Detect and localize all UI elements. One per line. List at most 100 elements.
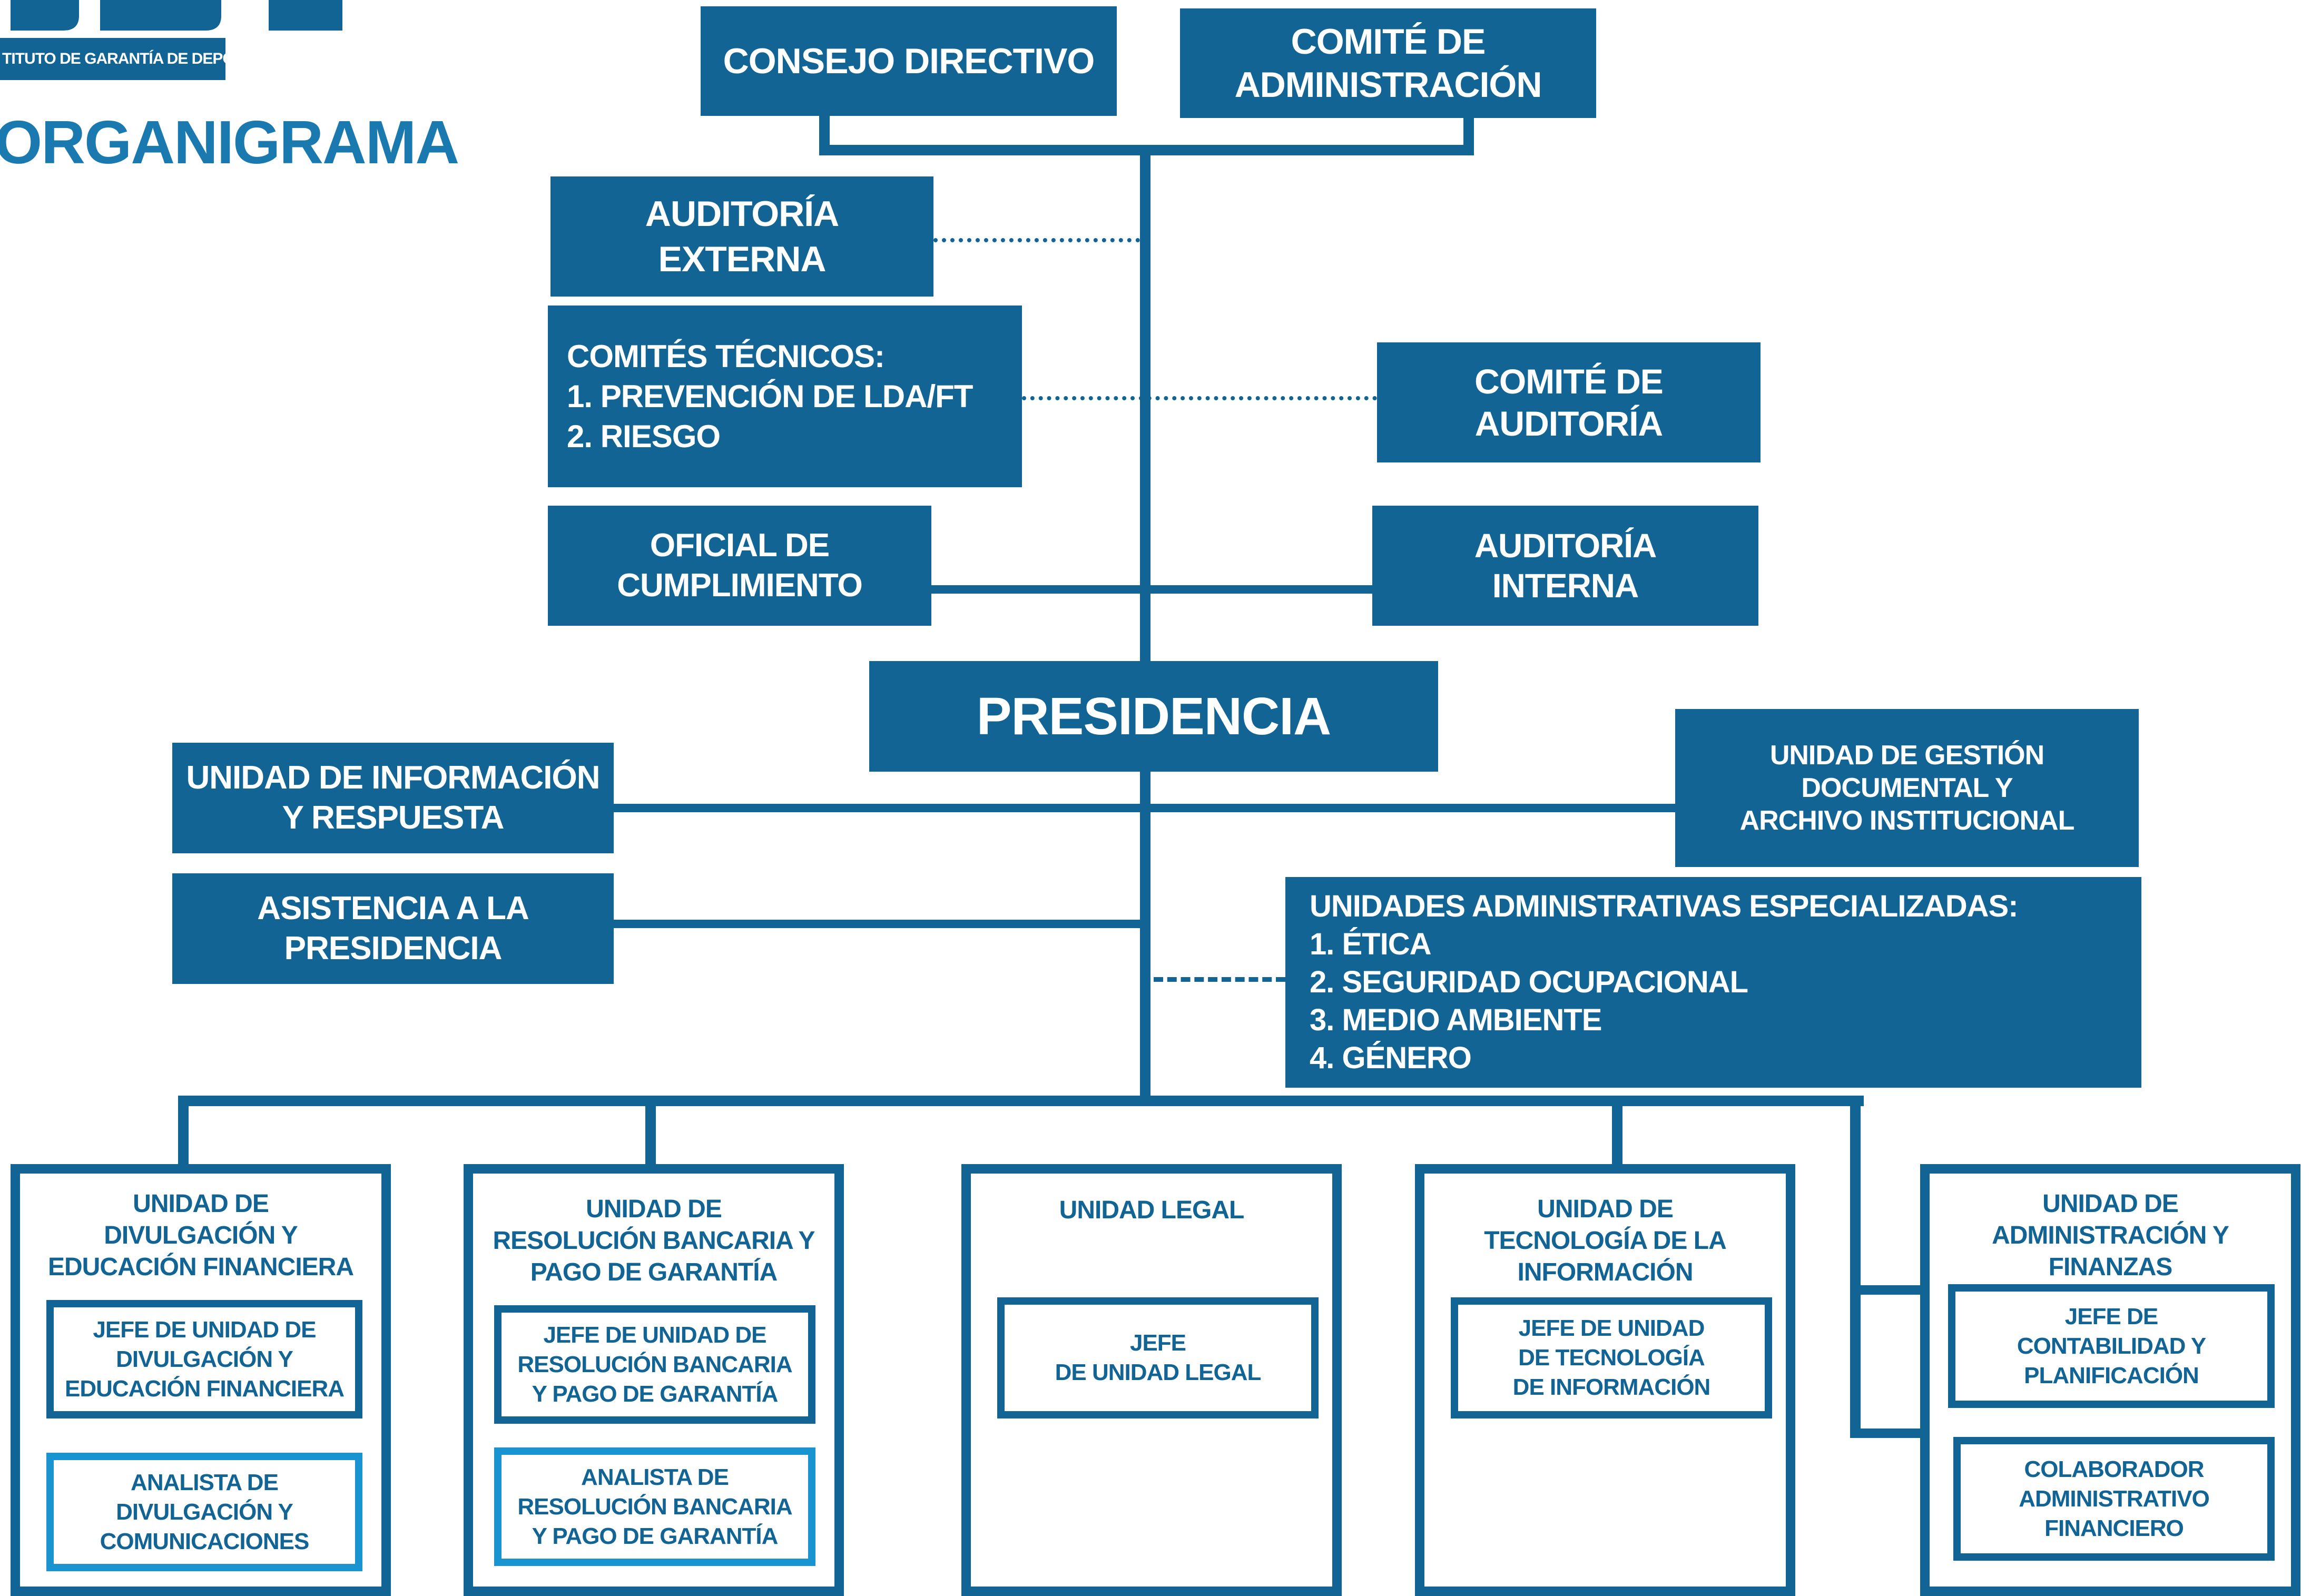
connector — [611, 804, 1678, 812]
position-line: ANALISTA DE — [131, 1469, 279, 1495]
position-line: JEFE DE UNIDAD DE — [543, 1322, 766, 1348]
logo-caption: TITUTO DE GARANTÍA DE DEPÓSITOS — [0, 38, 225, 80]
position-line: EDUCACIÓN FINANCIERA — [65, 1375, 345, 1402]
unidad-informacion-box: UNIDAD DE INFORMACIÓN Y RESPUESTA — [172, 743, 614, 853]
presidencia-label: PRESIDENCIA — [976, 687, 1331, 746]
position-line: JEFE — [1129, 1330, 1186, 1356]
auditoria-externa-line: AUDITORÍA — [645, 194, 840, 234]
position-line: RESOLUCIÓN BANCARIA — [517, 1493, 792, 1520]
position-line: PLANIFICACIÓN — [2024, 1362, 2199, 1388]
position-line: JEFE DE UNIDAD DE — [93, 1316, 316, 1343]
especializadas-line: UNIDADES ADMINISTRATIVAS ESPECIALIZADAS: — [1310, 889, 2019, 923]
connector — [1612, 1096, 1622, 1169]
position-line: DIVULGACIÓN Y — [116, 1346, 293, 1372]
unit-title-line: TECNOLOGÍA DE LA — [1484, 1227, 1727, 1255]
logo-shapes — [11, 0, 342, 31]
especializadas-line: 2. SEGURIDAD OCUPACIONAL — [1310, 965, 1748, 999]
position-line: DE INFORMACIÓN — [1512, 1374, 1711, 1400]
consejo-directivo-box: CONSEJO DIRECTIVO — [701, 6, 1117, 116]
position-line: DE TECNOLOGÍA — [1518, 1345, 1705, 1371]
position-line: Y PAGO DE GARANTÍA — [532, 1523, 779, 1549]
unit-title-line: UNIDAD DE — [133, 1190, 269, 1218]
position-line: RESOLUCIÓN BANCARIA — [517, 1351, 792, 1377]
comite-admin-line: COMITÉ DE — [1291, 22, 1486, 62]
unidad-administracion: UNIDAD DE ADMINISTRACIÓN Y FINANZAS JEFE… — [1920, 1164, 2300, 1596]
position-line: ANALISTA DE — [581, 1464, 729, 1490]
connector — [1850, 1096, 1861, 1438]
comites-tecnicos-line: 2. RIESGO — [567, 418, 721, 454]
position-box: COLABORADOR ADMINISTRATIVO FINANCIERO — [1953, 1437, 2275, 1561]
unit-title-line: INFORMACIÓN — [1517, 1258, 1694, 1286]
connector — [178, 1096, 1864, 1106]
consejo-label: CONSEJO DIRECTIVO — [723, 41, 1095, 81]
comite-administracion-box: COMITÉ DE ADMINISTRACIÓN — [1180, 8, 1596, 118]
unit-title-line: PAGO DE GARANTÍA — [530, 1258, 778, 1286]
unidad-divulgacion: UNIDAD DE DIVULGACIÓN Y EDUCACIÓN FINANC… — [11, 1164, 391, 1596]
comite-auditoria-line: AUDITORÍA — [1474, 404, 1663, 443]
comite-auditoria-line: COMITÉ DE — [1474, 362, 1664, 401]
gestion-line: ARCHIVO INSTITUCIONAL — [1739, 805, 2075, 836]
dotted-connector — [933, 238, 1140, 242]
connector — [930, 585, 1375, 594]
connector — [178, 1096, 189, 1169]
position-box: JEFE DE UNIDAD DE DIVULGACIÓN Y EDUCACIÓ… — [46, 1300, 362, 1418]
unit-title: UNIDAD DE DIVULGACIÓN Y EDUCACIÓN FINANC… — [20, 1188, 381, 1283]
connector — [1850, 1428, 1932, 1438]
oficial-line: OFICIAL DE — [650, 527, 830, 564]
connector — [611, 920, 1143, 928]
unit-title-line: RESOLUCIÓN BANCARIA Y — [493, 1227, 815, 1255]
unit-title-line: DIVULGACIÓN Y — [104, 1221, 298, 1249]
position-line: DE UNIDAD LEGAL — [1055, 1359, 1262, 1385]
gestion-documental-box: UNIDAD DE GESTIÓN DOCUMENTAL Y ARCHIVO I… — [1675, 709, 2139, 867]
informacion-line: UNIDAD DE INFORMACIÓN — [186, 760, 601, 796]
position-line: DIVULGACIÓN Y — [116, 1499, 293, 1525]
position-box: JEFE DE UNIDAD DE RESOLUCIÓN BANCARIA Y … — [494, 1305, 815, 1424]
unit-title: UNIDAD DE TECNOLOGÍA DE LA INFORMACIÓN — [1424, 1194, 1786, 1288]
comites-tecnicos-line: 1. PREVENCIÓN DE LDA/FT — [567, 378, 973, 414]
comite-auditoria-box: COMITÉ DE AUDITORÍA — [1377, 342, 1761, 462]
unit-title: UNIDAD DE RESOLUCIÓN BANCARIA Y PAGO DE … — [473, 1194, 834, 1288]
dashed-connector — [1154, 977, 1285, 982]
position-line: JEFE DE UNIDAD — [1518, 1315, 1705, 1341]
gestion-line: DOCUMENTAL Y — [1801, 773, 2013, 803]
connector — [1850, 1285, 1932, 1295]
unit-title-line: UNIDAD LEGAL — [1059, 1196, 1245, 1224]
unit-title-line: UNIDAD DE — [586, 1195, 722, 1223]
position-box: ANALISTA DE RESOLUCIÓN BANCARIA Y PAGO D… — [494, 1447, 815, 1566]
asistencia-presidencia-box: ASISTENCIA A LA PRESIDENCIA — [172, 873, 614, 984]
comite-admin-line: ADMINISTRACIÓN — [1234, 65, 1542, 105]
position-line: FINANCIERO — [2044, 1515, 2184, 1541]
auditoria-interna-box: AUDITORÍA INTERNA — [1372, 506, 1758, 626]
unidades-especializadas-box: UNIDADES ADMINISTRATIVAS ESPECIALIZADAS:… — [1285, 877, 2141, 1088]
position-box: ANALISTA DE DIVULGACIÓN Y COMUNICACIONES — [46, 1453, 362, 1571]
position-line: COLABORADOR — [2024, 1456, 2205, 1482]
unit-title-line: UNIDAD DE — [2042, 1190, 2179, 1218]
unit-title: UNIDAD LEGAL — [971, 1195, 1332, 1226]
position-box: JEFE DE UNIDAD DE TECNOLOGÍA DE INFORMAC… — [1451, 1297, 1772, 1418]
oficial-line: CUMPLIMIENTO — [617, 567, 863, 604]
unidad-resolucion: UNIDAD DE RESOLUCIÓN BANCARIA Y PAGO DE … — [464, 1164, 844, 1596]
position-box: JEFE DE CONTABILIDAD Y PLANIFICACIÓN — [1948, 1284, 2275, 1408]
unidad-tecnologia: UNIDAD DE TECNOLOGÍA DE LA INFORMACIÓN J… — [1415, 1164, 1795, 1596]
auditoria-externa-box: AUDITORÍA EXTERNA — [550, 176, 933, 297]
asistencia-line: ASISTENCIA A LA — [257, 890, 529, 927]
informacion-line: Y RESPUESTA — [282, 800, 505, 836]
presidencia-box: PRESIDENCIA — [869, 661, 1438, 772]
position-line: ADMINISTRATIVO — [2019, 1485, 2210, 1512]
unit-title: UNIDAD DE ADMINISTRACIÓN Y FINANZAS — [1930, 1188, 2291, 1283]
especializadas-line: 4. GÉNERO — [1310, 1041, 1472, 1075]
unidad-legal: UNIDAD LEGAL JEFE DE UNIDAD LEGAL — [961, 1164, 1342, 1596]
position-line: CONTABILIDAD Y — [2017, 1333, 2206, 1359]
position-line: Y PAGO DE GARANTÍA — [532, 1381, 779, 1407]
logo-mark — [0, 0, 348, 32]
dotted-connector — [1022, 396, 1377, 400]
unit-title-line: FINANZAS — [2048, 1253, 2173, 1281]
position-line: COMUNICACIONES — [100, 1528, 310, 1554]
position-line: JEFE DE — [2064, 1303, 2158, 1329]
auditoria-externa-line: EXTERNA — [658, 239, 827, 279]
comites-tecnicos-box: COMITÉS TÉCNICOS: 1. PREVENCIÓN DE LDA/F… — [548, 306, 1022, 487]
position-box: JEFE DE UNIDAD LEGAL — [997, 1297, 1319, 1418]
connector — [1140, 147, 1150, 1101]
connector — [819, 145, 1474, 155]
